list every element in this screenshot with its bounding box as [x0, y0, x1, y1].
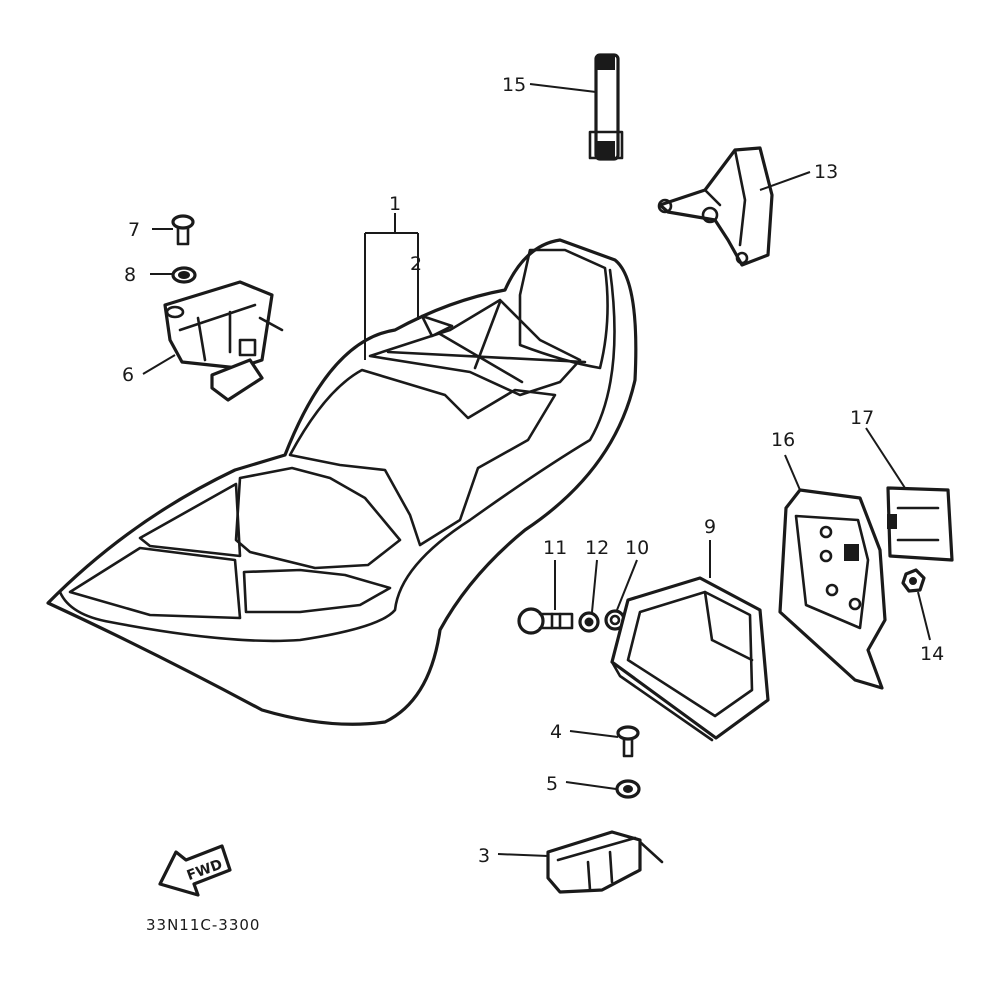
- plate-part-17: [886, 486, 954, 562]
- callout-11: 11: [543, 537, 567, 559]
- callout-labels: 15 13 7 8 6 1 2 9 16 17 11 12 10 14 4 5 …: [122, 74, 944, 867]
- bolt-part-11: [517, 607, 574, 635]
- callout-8: 8: [124, 264, 136, 286]
- callout-6: 6: [122, 364, 134, 386]
- callout-14: 14: [920, 643, 944, 665]
- washer-part-5: [615, 779, 641, 799]
- fwd-arrow-icon: [158, 844, 232, 897]
- callout-13: 13: [814, 161, 838, 183]
- callout-16: 16: [771, 429, 795, 451]
- callout-17: 17: [850, 407, 874, 429]
- seat-assembly: [46, 238, 638, 726]
- callout-12: 12: [585, 537, 609, 559]
- tray-part-9: [610, 576, 770, 742]
- callout-9: 9: [704, 516, 716, 538]
- nut-part-12: [578, 611, 600, 633]
- nut-part-14: [901, 568, 926, 593]
- callout-15: 15: [502, 74, 526, 96]
- lock-part-6: [163, 280, 284, 402]
- callout-4: 4: [550, 721, 562, 743]
- bolt-part-7: [171, 214, 195, 246]
- callout-10: 10: [625, 537, 649, 559]
- strap-part: [588, 53, 624, 161]
- leader-lines: [142, 83, 931, 857]
- callout-1: 1: [389, 193, 401, 215]
- diagram-code: 33N11C-3300: [146, 916, 260, 934]
- cover-part-16: [778, 488, 887, 690]
- callout-3: 3: [478, 845, 490, 867]
- bolt-part-4: [616, 725, 640, 758]
- bracket-part: [657, 146, 774, 267]
- callout-7: 7: [128, 219, 140, 241]
- callout-5: 5: [546, 773, 558, 795]
- callout-2: 2: [410, 253, 422, 275]
- washer-part-8: [171, 266, 197, 284]
- lock-part-3: [546, 830, 664, 894]
